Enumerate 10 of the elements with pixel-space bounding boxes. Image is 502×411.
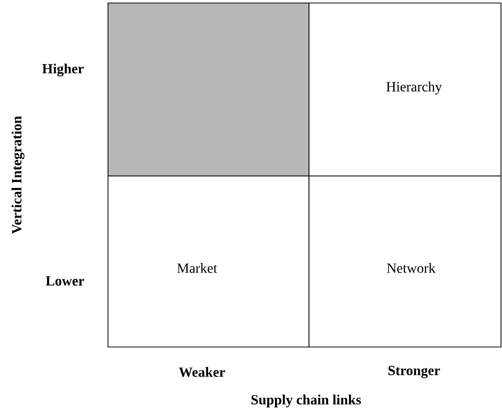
axis-title: Vertical Integration bbox=[12, 116, 24, 234]
axis-title: Supply chain links bbox=[252, 394, 361, 408]
matrix-cell: Hierarchy bbox=[308, 2, 502, 176]
matrix-cell: Network bbox=[308, 176, 502, 348]
axis-label: Weaker bbox=[178, 367, 226, 377]
axis-label: Stronger bbox=[388, 366, 440, 378]
axis-label: Higher bbox=[42, 64, 84, 76]
matrix-cell: Market bbox=[108, 176, 310, 348]
shaded-cell bbox=[108, 2, 310, 176]
axis-label: Lower bbox=[46, 276, 84, 286]
